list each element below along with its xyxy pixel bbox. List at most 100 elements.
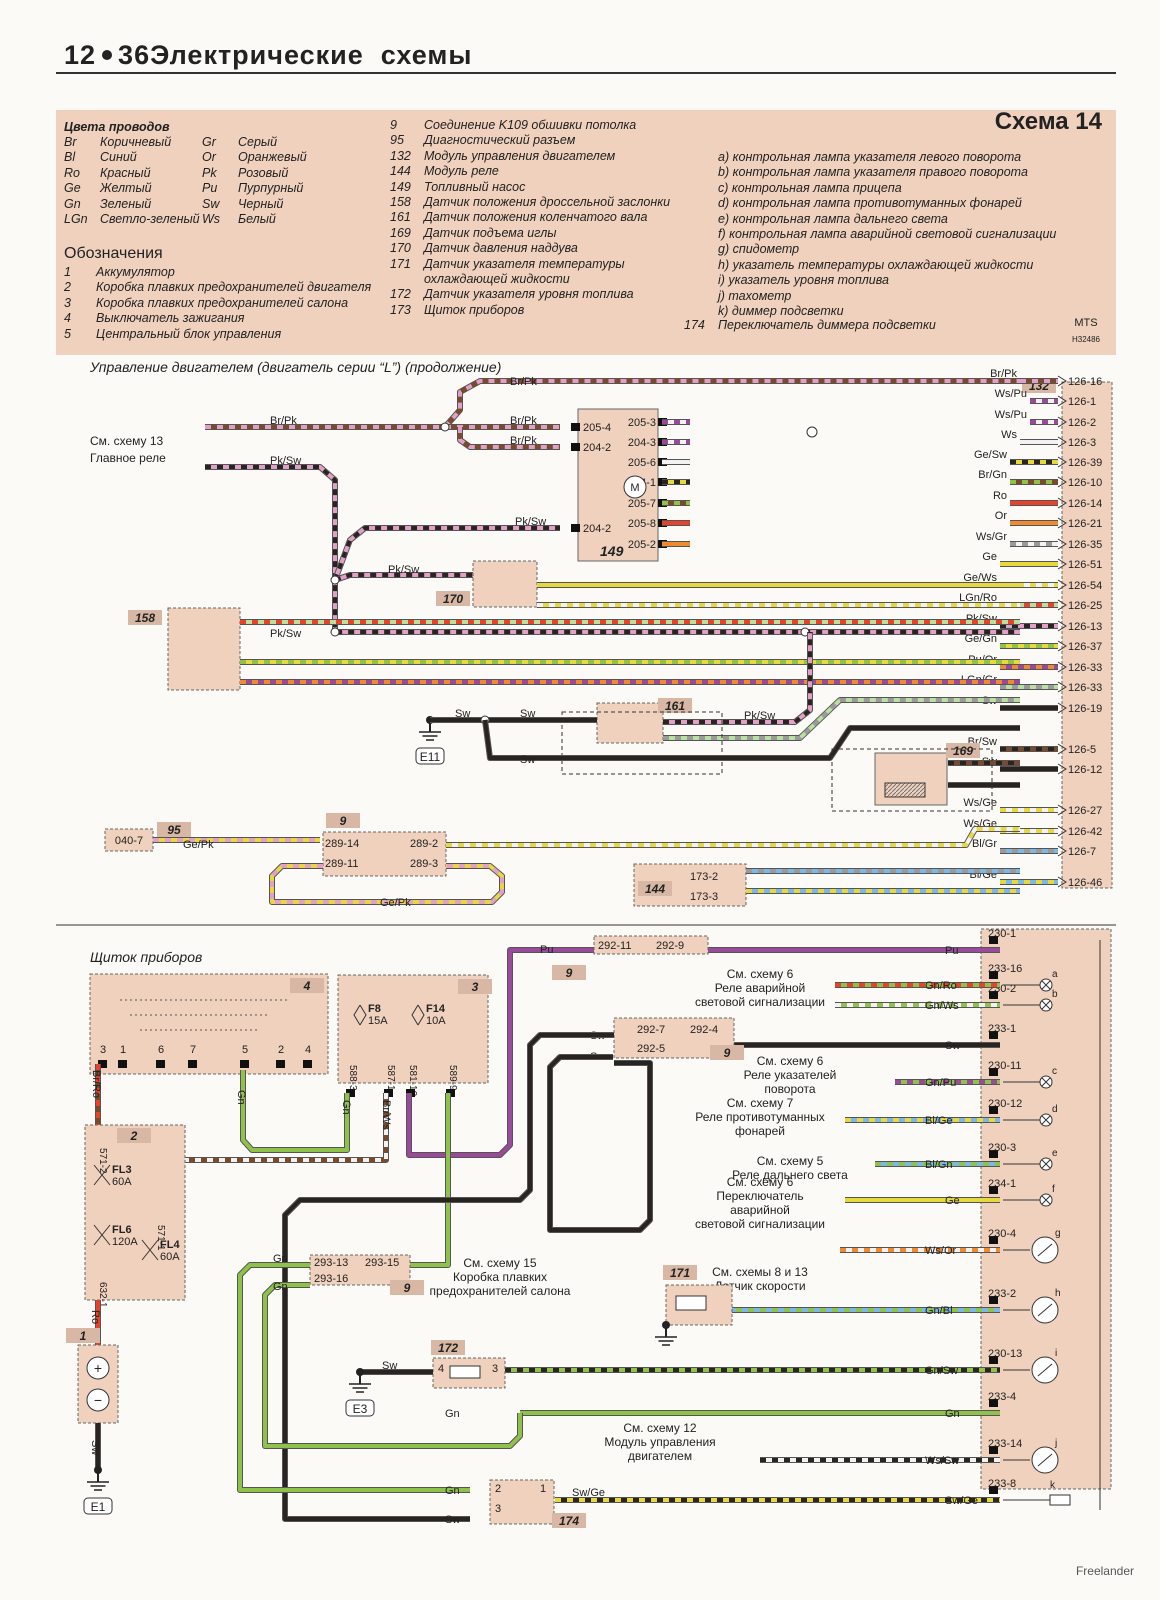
reference-text: Модуль управления: [604, 1435, 715, 1449]
ecm-pin-label: 126-27: [1068, 805, 1102, 817]
ecm-pin-label: 126-33: [1068, 682, 1102, 694]
lamp-entry: j) тахометр: [718, 288, 792, 303]
wire-label: Ws/Sw: [925, 1455, 959, 1467]
pump-pin: 205-2: [628, 539, 656, 551]
lamp-letter: e: [1052, 1148, 1058, 1159]
wire-code-label: Br/Gn: [978, 469, 1007, 481]
ecm-pin-label: 126-10: [1068, 477, 1102, 489]
pin-terminal: [989, 1106, 998, 1114]
ecm-pin-label: 126-1: [1068, 396, 1096, 408]
lamp-entry: g) спидометр: [718, 242, 800, 257]
gauge-letter: h: [1055, 1288, 1061, 1299]
wire: [263, 1283, 522, 1448]
designations-title: Обозначения: [64, 245, 163, 262]
reference-text: См. схему 6: [757, 1054, 824, 1068]
reference-text: См. схемы 8 и 13: [712, 1265, 808, 1279]
switch-pin-label: 3: [100, 1044, 106, 1056]
pin-terminal: [346, 1089, 355, 1097]
sensor-element: [884, 782, 926, 798]
wire-label: Sw/Ge: [572, 1487, 605, 1499]
component-tag-9c-bg: [390, 1280, 424, 1295]
wire-label: Gn: [340, 1100, 352, 1115]
wire-code-label: Ge/Sw: [974, 449, 1007, 461]
component-tag-4-bg: [290, 978, 324, 993]
reference-text: предохранителей салона: [430, 1284, 571, 1298]
wire-label: Gn: [235, 1090, 247, 1105]
reference-text: См. схему 7: [727, 1096, 794, 1110]
cluster-pin-label: 233-2: [988, 1288, 1016, 1300]
ecm-connector-132: [1061, 381, 1113, 889]
wire: [548, 1055, 652, 1232]
main-relay-wire: [205, 379, 1020, 429]
page-number: 12: [64, 40, 97, 70]
wire-label: Ge: [945, 1195, 960, 1207]
component-tag-3: 3: [472, 980, 479, 994]
junction-node: [440, 422, 450, 432]
component-tag-9c: 9: [404, 1281, 411, 1295]
pump-pin: 205-8: [628, 518, 656, 530]
dimmer-letter: k: [1050, 1480, 1056, 1491]
pin-label: 292-9: [656, 940, 684, 952]
cluster-pin-label: 233-14: [988, 1438, 1022, 1450]
component-tag-9: 9: [340, 814, 347, 828]
wire-label: Ro: [89, 1310, 101, 1324]
wire-label: Gn: [945, 1408, 960, 1420]
component-tag-4: 4: [303, 979, 311, 993]
pin-label: 173-3: [690, 891, 718, 903]
fuse-amp: 60A: [112, 1176, 132, 1188]
pin-label: 3: [495, 1503, 501, 1515]
pin-terminal: [98, 1060, 107, 1068]
fuse-pin-label: 588-3: [347, 1065, 358, 1091]
fuse-pin-label: 632-1: [97, 1282, 108, 1308]
pin-terminal: [571, 443, 580, 451]
wire-label: Gn/Ro: [925, 980, 957, 992]
wire-label: Sw: [520, 708, 535, 720]
fuse-pin-label: 589-9: [447, 1065, 458, 1091]
lamp-letter: c: [1052, 1066, 1057, 1077]
pin-terminal: [989, 971, 998, 979]
pump-pin: 204-2: [583, 523, 611, 535]
lamp-entry: h) указатель температуры охлаждающей жид…: [718, 257, 1034, 272]
pin-label: 292-7: [637, 1024, 665, 1036]
component-tag-158-bg: [128, 610, 162, 625]
gauge-needle: [1037, 1243, 1053, 1257]
wire-label: Sw: [89, 1440, 101, 1455]
arrow-icon: [1057, 620, 1067, 632]
reference-text: двигателем: [628, 1449, 692, 1463]
wire-tracer: [446, 827, 1020, 847]
pin-terminal: [303, 1060, 312, 1068]
component-tag-9-bg: [326, 813, 360, 828]
section-title: Управление двигателем (двигатель серии “…: [89, 359, 501, 375]
wire-label: Pu: [945, 945, 958, 957]
wire-label: Pk/Sw: [515, 516, 546, 528]
wire-label: Gn/Ws: [925, 1000, 959, 1012]
ground-label-box: [83, 1497, 113, 1515]
component-tag-174-bg: [552, 1513, 586, 1528]
wire-label: Bl/Gn: [925, 1159, 953, 1171]
fuse-id: FL4: [160, 1239, 180, 1251]
sensor-161: [596, 702, 664, 744]
reference-text: Реле указателей: [744, 1068, 837, 1082]
wire-code-label: Ge/Gn: [965, 633, 997, 645]
designations-list-c: a) контрольная лампа указателя левого по…: [718, 150, 1056, 319]
wire-tracer: [333, 526, 560, 581]
ecm-pin-label: 126-3: [1068, 437, 1096, 449]
wire-label: Gn: [273, 1281, 288, 1293]
fuse-icon: [93, 1224, 111, 1246]
pin-label: 4: [438, 1363, 444, 1375]
wire-label: Pk/Sw: [270, 628, 301, 640]
fuse-icon: [93, 1164, 111, 1186]
top-section: Управление двигателем (двигатель серии “…: [56, 359, 1116, 926]
component-tag-161-bg: [658, 698, 692, 713]
component-number-149: 149: [600, 543, 624, 559]
